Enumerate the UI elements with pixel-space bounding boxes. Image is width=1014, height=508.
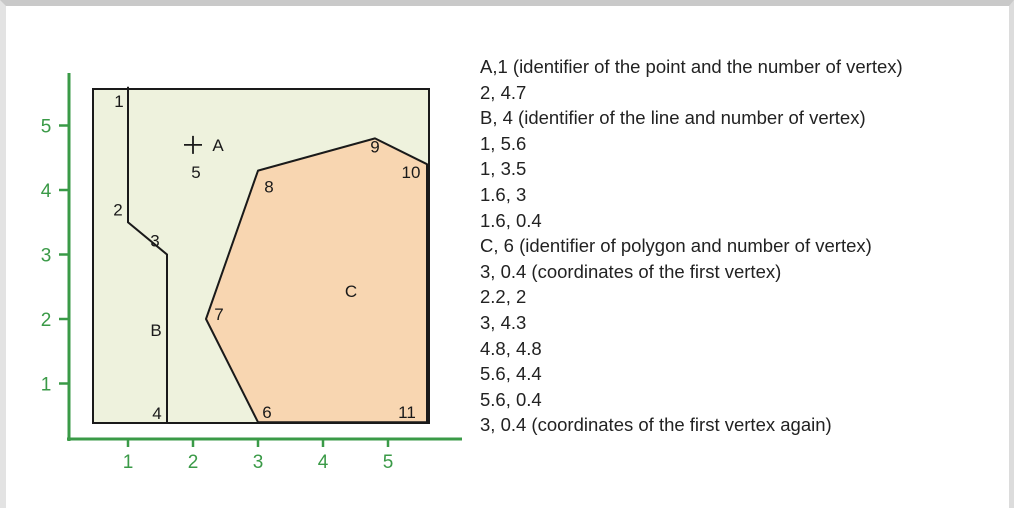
y-tick-label: 3	[41, 246, 52, 267]
line-b	[127, 86, 168, 423]
coordinate-line: 2, 4.7	[480, 81, 527, 103]
polygon-c-vertex-label: 10	[402, 163, 421, 182]
coordinate-line: 2.2, 2	[480, 286, 527, 308]
coordinate-line: 5.6, 0.4	[480, 388, 542, 410]
line-b-vertex-label: 1	[114, 92, 123, 111]
x-tick-label: 1	[123, 452, 134, 473]
line-b-id: B	[150, 321, 161, 340]
feature-labels: A5 1 2 3 4 B 6 7 8 9 10 11 C	[113, 92, 420, 423]
x-tick-label: 5	[383, 452, 394, 473]
line-b-vertex-label: 2	[113, 200, 122, 219]
coordinate-line: 4.8, 4.8	[480, 337, 542, 359]
polygon-c-vertex-label: 8	[264, 178, 273, 197]
y-tick-label: 5	[41, 117, 52, 138]
polygon-c-vertex-label: 11	[398, 403, 416, 422]
coordinate-line: C, 6 (identifier of polygon and number o…	[480, 235, 872, 257]
axis-ticks: 1 2 3 4 5 1 2 3 4 5	[41, 117, 394, 474]
polygon-c-vertex-label: 6	[262, 403, 271, 422]
coordinate-listing: A,1 (identifier of the point and the num…	[480, 54, 903, 438]
line-b-vertex-label: 4	[152, 404, 161, 423]
coordinate-line: 1, 3.5	[480, 158, 527, 180]
point-a-marker	[184, 135, 202, 154]
x-tick-label: 2	[188, 452, 199, 473]
polygon-c	[205, 137, 428, 424]
coordinate-line: 3, 4.3	[480, 311, 527, 333]
y-tick-label: 2	[41, 310, 52, 331]
point-a-vertex-label: 5	[191, 163, 200, 182]
coordinate-line: A,1 (identifier of the point and the num…	[480, 56, 903, 77]
coordinate-line: 3, 0.4 (coordinates of the first vertex …	[480, 414, 832, 436]
y-tick-label: 4	[41, 181, 52, 202]
coordinate-line: 1.6, 0.4	[480, 209, 542, 231]
y-tick-label: 1	[41, 375, 52, 396]
polygon-c-vertex-label: 7	[214, 305, 223, 324]
polygon-c-vertex-label: 9	[370, 137, 379, 156]
x-tick-label: 4	[318, 452, 329, 473]
point-a-id: A	[212, 136, 224, 155]
line-b-vertex-label: 3	[150, 232, 159, 251]
coordinate-line: 3, 0.4 (coordinates of the first vertex)	[480, 260, 782, 282]
coordinate-line: 5.6, 4.4	[480, 363, 542, 385]
x-tick-label: 3	[253, 452, 264, 473]
coordinate-line: 1.6, 3	[480, 183, 527, 205]
coordinate-line: 1, 5.6	[480, 132, 527, 154]
polygon-c-id: C	[345, 282, 357, 301]
coordinate-line: B, 4 (identifier of the line and number …	[480, 107, 866, 129]
